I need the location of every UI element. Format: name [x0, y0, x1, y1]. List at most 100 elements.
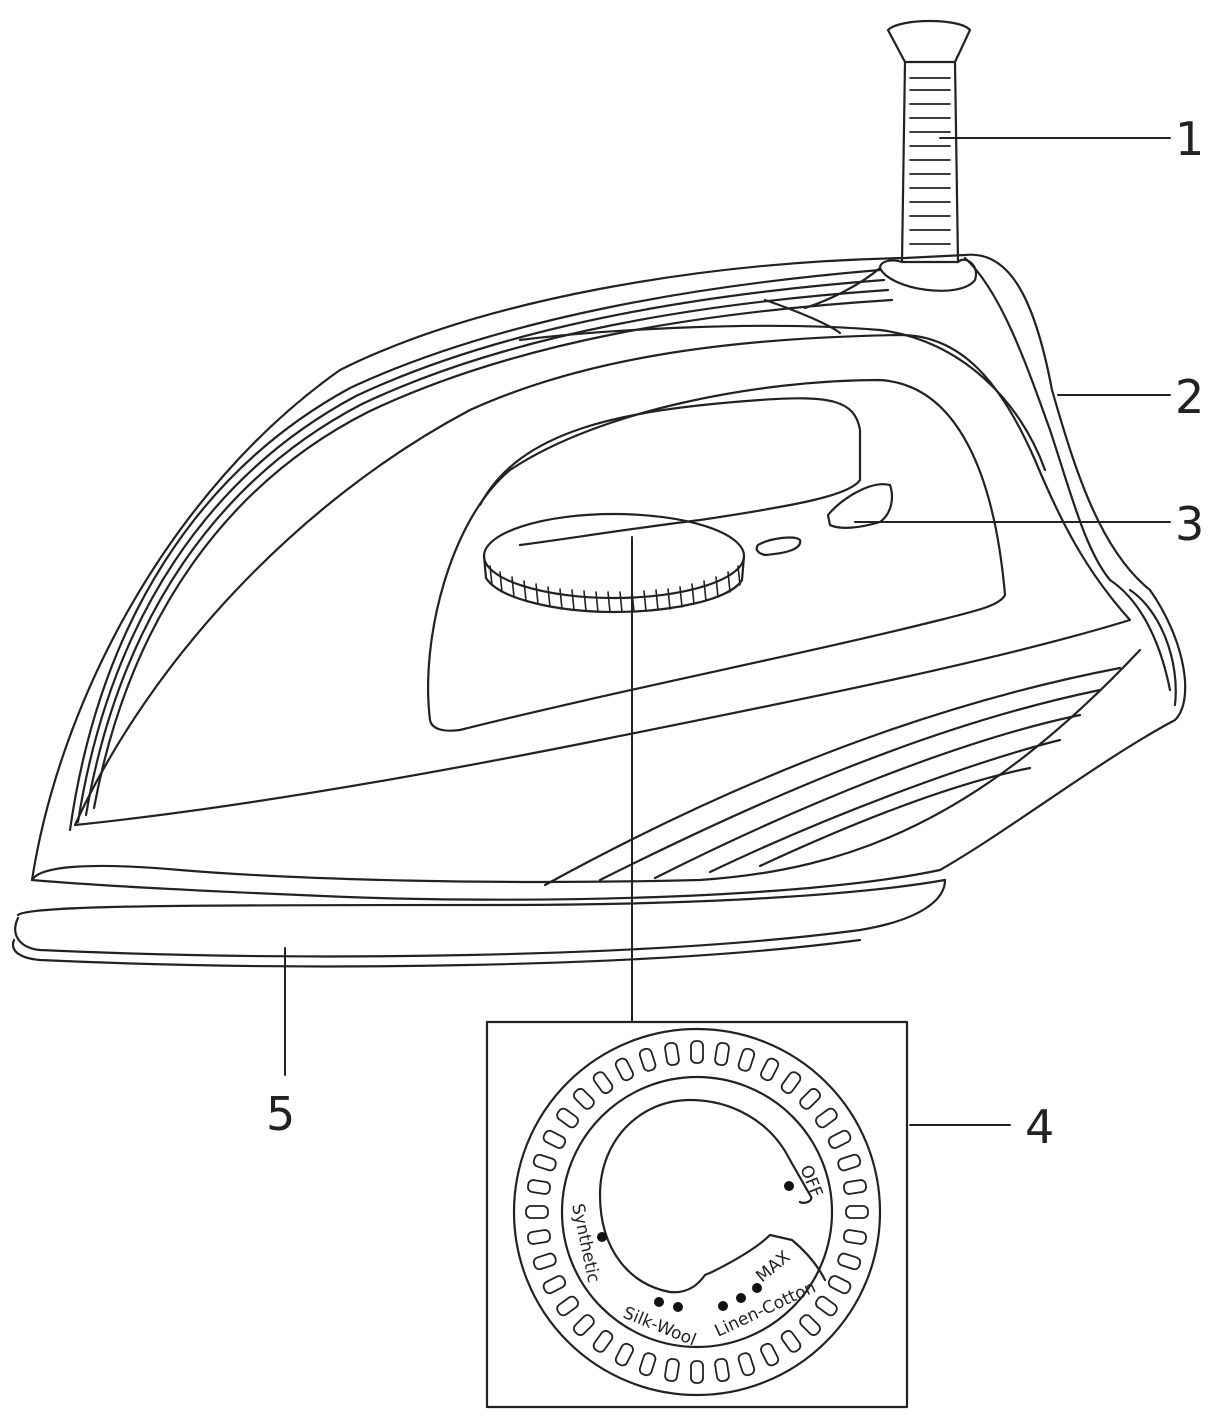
iron-side-panel — [73, 333, 1132, 827]
iron-rear-bumper — [1128, 588, 1177, 707]
dial-grip-slot — [845, 1205, 869, 1219]
fill-tube-body — [900, 60, 960, 264]
label-silk-wool: Silk-Wool — [620, 1303, 699, 1350]
dot-off — [784, 1181, 794, 1191]
dial-grip-slot — [532, 1252, 557, 1271]
iron-soleplate — [14, 878, 947, 958]
callout-5: 5 — [266, 1087, 295, 1141]
iron-button-small — [755, 536, 802, 557]
label-linen-cotton: Linen-Cotton — [712, 1277, 819, 1341]
knob-knurl — [489, 565, 741, 613]
iron-outer-shell — [30, 253, 1187, 901]
dial-grip-slot — [614, 1057, 634, 1082]
dial-grip-slot — [815, 1295, 838, 1317]
iron-finger-slot — [478, 397, 862, 547]
dial-grip-slot — [638, 1352, 657, 1377]
iron-skirt — [30, 648, 1142, 884]
iron-handle-window — [427, 378, 1007, 732]
temperature-knob — [482, 512, 746, 614]
knob-side — [482, 554, 746, 614]
dial-grip-slot — [843, 1229, 867, 1245]
dial-grip-slot — [737, 1047, 756, 1072]
dial-grip-slot — [573, 1314, 595, 1336]
dial-grip-slot — [525, 1205, 549, 1219]
dial-grip-slot — [837, 1153, 862, 1172]
dial-grip-slot — [592, 1071, 614, 1094]
dial-grip-slot — [556, 1295, 579, 1317]
dial-grip-slot — [542, 1275, 567, 1295]
fill-tube-vents — [909, 77, 951, 245]
dial-grip-slot — [592, 1330, 614, 1353]
dial-grip-slot — [737, 1352, 756, 1377]
dial-grip-slot — [827, 1129, 852, 1149]
iron-top-groove-4 — [92, 298, 894, 810]
dial-grip-slot — [815, 1107, 838, 1129]
dot-silk-2 — [673, 1302, 683, 1312]
iron-rear-line-1 — [543, 666, 1122, 887]
dot-silk-1 — [654, 1297, 664, 1307]
dial-grip-slot — [532, 1153, 557, 1172]
dial-grip-slot — [760, 1342, 780, 1367]
dot-synthetic — [597, 1232, 607, 1242]
dial-detail-inset: OFF MAX Synthetic Silk-Wool Linen-Cotton — [485, 1020, 909, 1409]
label-synthetic: Synthetic — [567, 1202, 603, 1285]
inset-frame — [485, 1020, 909, 1409]
dial-grip-slot — [614, 1342, 634, 1367]
dot-linen-2 — [736, 1293, 746, 1303]
dial-grip-slot — [799, 1088, 821, 1110]
callout-numbers: 1 2 3 4 5 — [266, 112, 1204, 1154]
iron-button-large — [826, 483, 894, 529]
dial-grip-slot — [760, 1057, 780, 1082]
iron-rear-line-4 — [708, 738, 1062, 874]
dial-dots — [597, 1181, 794, 1312]
callout-2: 2 — [1175, 370, 1204, 424]
iron-rear-line-2 — [598, 688, 1102, 882]
dial-grip-slot — [664, 1358, 680, 1382]
dial-grip-slot — [527, 1229, 551, 1245]
iron-soleplate-top — [16, 878, 947, 917]
dial-grip-slot — [527, 1179, 551, 1195]
iron-soleplate-lower — [11, 938, 862, 968]
dot-linen-1 — [718, 1301, 728, 1311]
dial-grip-slot — [714, 1358, 730, 1382]
dial-grip-slot — [780, 1330, 802, 1353]
fill-tube-collar — [878, 258, 978, 292]
dial-grip-slot — [573, 1088, 595, 1110]
dial-grip-slot — [843, 1179, 867, 1195]
dial-grip-slot — [837, 1252, 862, 1271]
iron-body — [11, 253, 1187, 968]
dial-grip-ring — [525, 1040, 869, 1384]
dot-linen-3 — [752, 1283, 762, 1293]
fill-tube-cap — [886, 19, 972, 64]
callout-1: 1 — [1175, 112, 1204, 166]
dial-grip-slot — [542, 1129, 567, 1149]
iron-top-groove-2 — [76, 278, 886, 824]
dial-inner-ring — [560, 1075, 834, 1349]
callout-4: 4 — [1025, 1100, 1054, 1154]
label-max: MAX — [752, 1247, 794, 1287]
dial-outer-ring — [512, 1027, 882, 1397]
dial-setting-track — [598, 1098, 827, 1294]
dial-grip-slot — [690, 1040, 704, 1064]
dial-grip-slot — [556, 1107, 579, 1129]
label-off: OFF — [795, 1162, 826, 1200]
fill-tube — [878, 19, 978, 292]
dial-grip-slot — [714, 1042, 730, 1066]
dial-grip-slot — [638, 1047, 657, 1072]
dial-grip-slot — [780, 1071, 802, 1094]
dial-grip-slot — [827, 1275, 852, 1295]
iron-handle-arch — [518, 324, 1047, 472]
iron-rear-line-3 — [653, 713, 1082, 880]
iron-rear-line-5 — [758, 766, 1032, 868]
dial-grip-slot — [799, 1314, 821, 1336]
iron-top-groove-1 — [68, 268, 882, 832]
leader-lines — [284, 137, 1171, 1126]
iron-handle-outer — [763, 266, 882, 335]
callout-3: 3 — [1175, 497, 1204, 551]
dial-grip-slot — [664, 1042, 680, 1066]
iron-rear-spine — [963, 256, 1172, 692]
iron-top-groove-3 — [84, 288, 890, 817]
dial-grip-slot — [690, 1360, 704, 1384]
